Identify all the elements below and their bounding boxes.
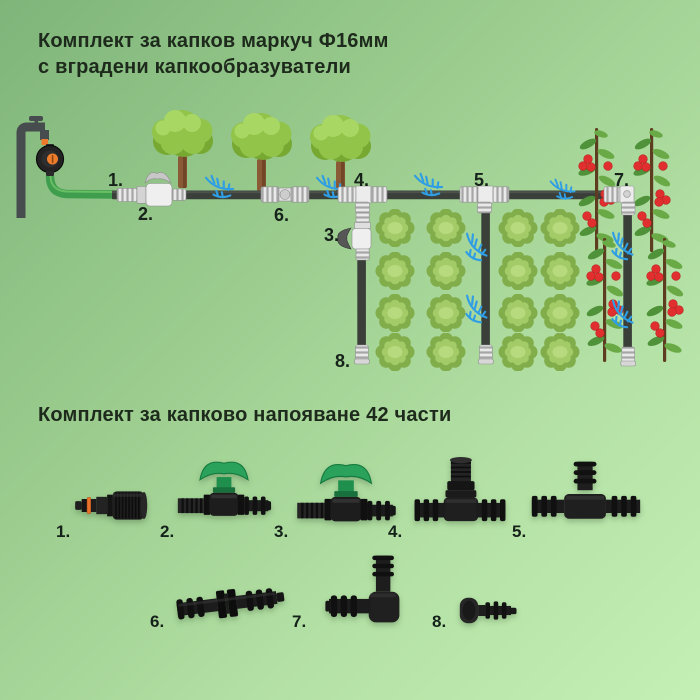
title-line-2: с вградени капкообразуватели	[38, 56, 351, 78]
water-timer-icon	[35, 144, 65, 176]
callout-8: 8.	[335, 351, 350, 371]
tee-connector-icon	[337, 185, 388, 214]
mini-valve-image	[177, 461, 272, 517]
barbed-elbow-image	[325, 555, 400, 623]
end-cap-icon	[354, 344, 370, 365]
part-label-5: 5.	[512, 522, 527, 541]
part-7-barbed-elbow: 7.	[292, 552, 410, 632]
mini-valve-image	[296, 463, 397, 522]
part-6-straight-coupler: 6.	[150, 578, 292, 632]
end-cap-icon	[478, 344, 494, 365]
parts-section-title: Комплект за капково напояване 42 части	[38, 404, 452, 426]
tee-connector-icon	[459, 185, 510, 214]
callout-2: 2.	[138, 204, 153, 224]
part-4-threaded-tee: 4.	[388, 452, 514, 542]
diagram-fittings	[116, 172, 636, 367]
inline-valve-icon	[337, 212, 372, 261]
part-3-mini-valve: 3.	[274, 452, 402, 542]
diagram-callouts: 1. 2. 3. 4. 5. 6. 7. 8.	[108, 170, 629, 371]
part-label-8: 8.	[432, 612, 447, 631]
supply-hose	[45, 175, 114, 199]
part-1-tap-adapter: 1.	[56, 484, 156, 542]
part-label-2: 2.	[160, 522, 175, 541]
part-label-7: 7.	[292, 612, 307, 631]
drip-lateral-lines	[357, 199, 632, 352]
drip-lateral-line	[357, 199, 366, 349]
straight-coupler-icon	[260, 186, 310, 203]
tap-adapter-image	[75, 491, 148, 520]
callout-1: 1.	[108, 170, 123, 190]
elbow-connector-icon	[603, 185, 636, 216]
title-line-1: Комплект за капков маркуч Ф16мм	[38, 30, 389, 52]
drip-lateral-line	[481, 199, 490, 349]
end-plug-image	[459, 597, 517, 624]
part-2-mini-valve: 2.	[160, 450, 274, 542]
end-cap-icon	[620, 346, 636, 367]
callout-4: 4.	[354, 170, 369, 190]
part-label-3: 3.	[274, 522, 289, 541]
barbed-tee-image	[531, 461, 641, 519]
drip-lateral-line	[623, 199, 632, 352]
part-label-1: 1.	[56, 522, 71, 541]
callout-6: 6.	[274, 205, 289, 225]
tap-adapter-and-valve-icon	[116, 172, 187, 207]
part-8-end-plug: 8.	[432, 592, 530, 632]
garden-tap-icon	[16, 116, 49, 218]
part-5-barbed-tee: 5.	[512, 452, 646, 542]
page-title: Комплект за капков маркуч Ф16мм с вграде…	[38, 28, 389, 80]
callout-5: 5.	[474, 170, 489, 190]
part-label-6: 6.	[150, 612, 165, 631]
callout-7: 7.	[614, 170, 629, 190]
threaded-tee-image	[414, 457, 506, 522]
part-label-4: 4.	[388, 522, 403, 541]
callout-3: 3.	[324, 225, 339, 245]
straight-coupler-image	[176, 588, 285, 620]
